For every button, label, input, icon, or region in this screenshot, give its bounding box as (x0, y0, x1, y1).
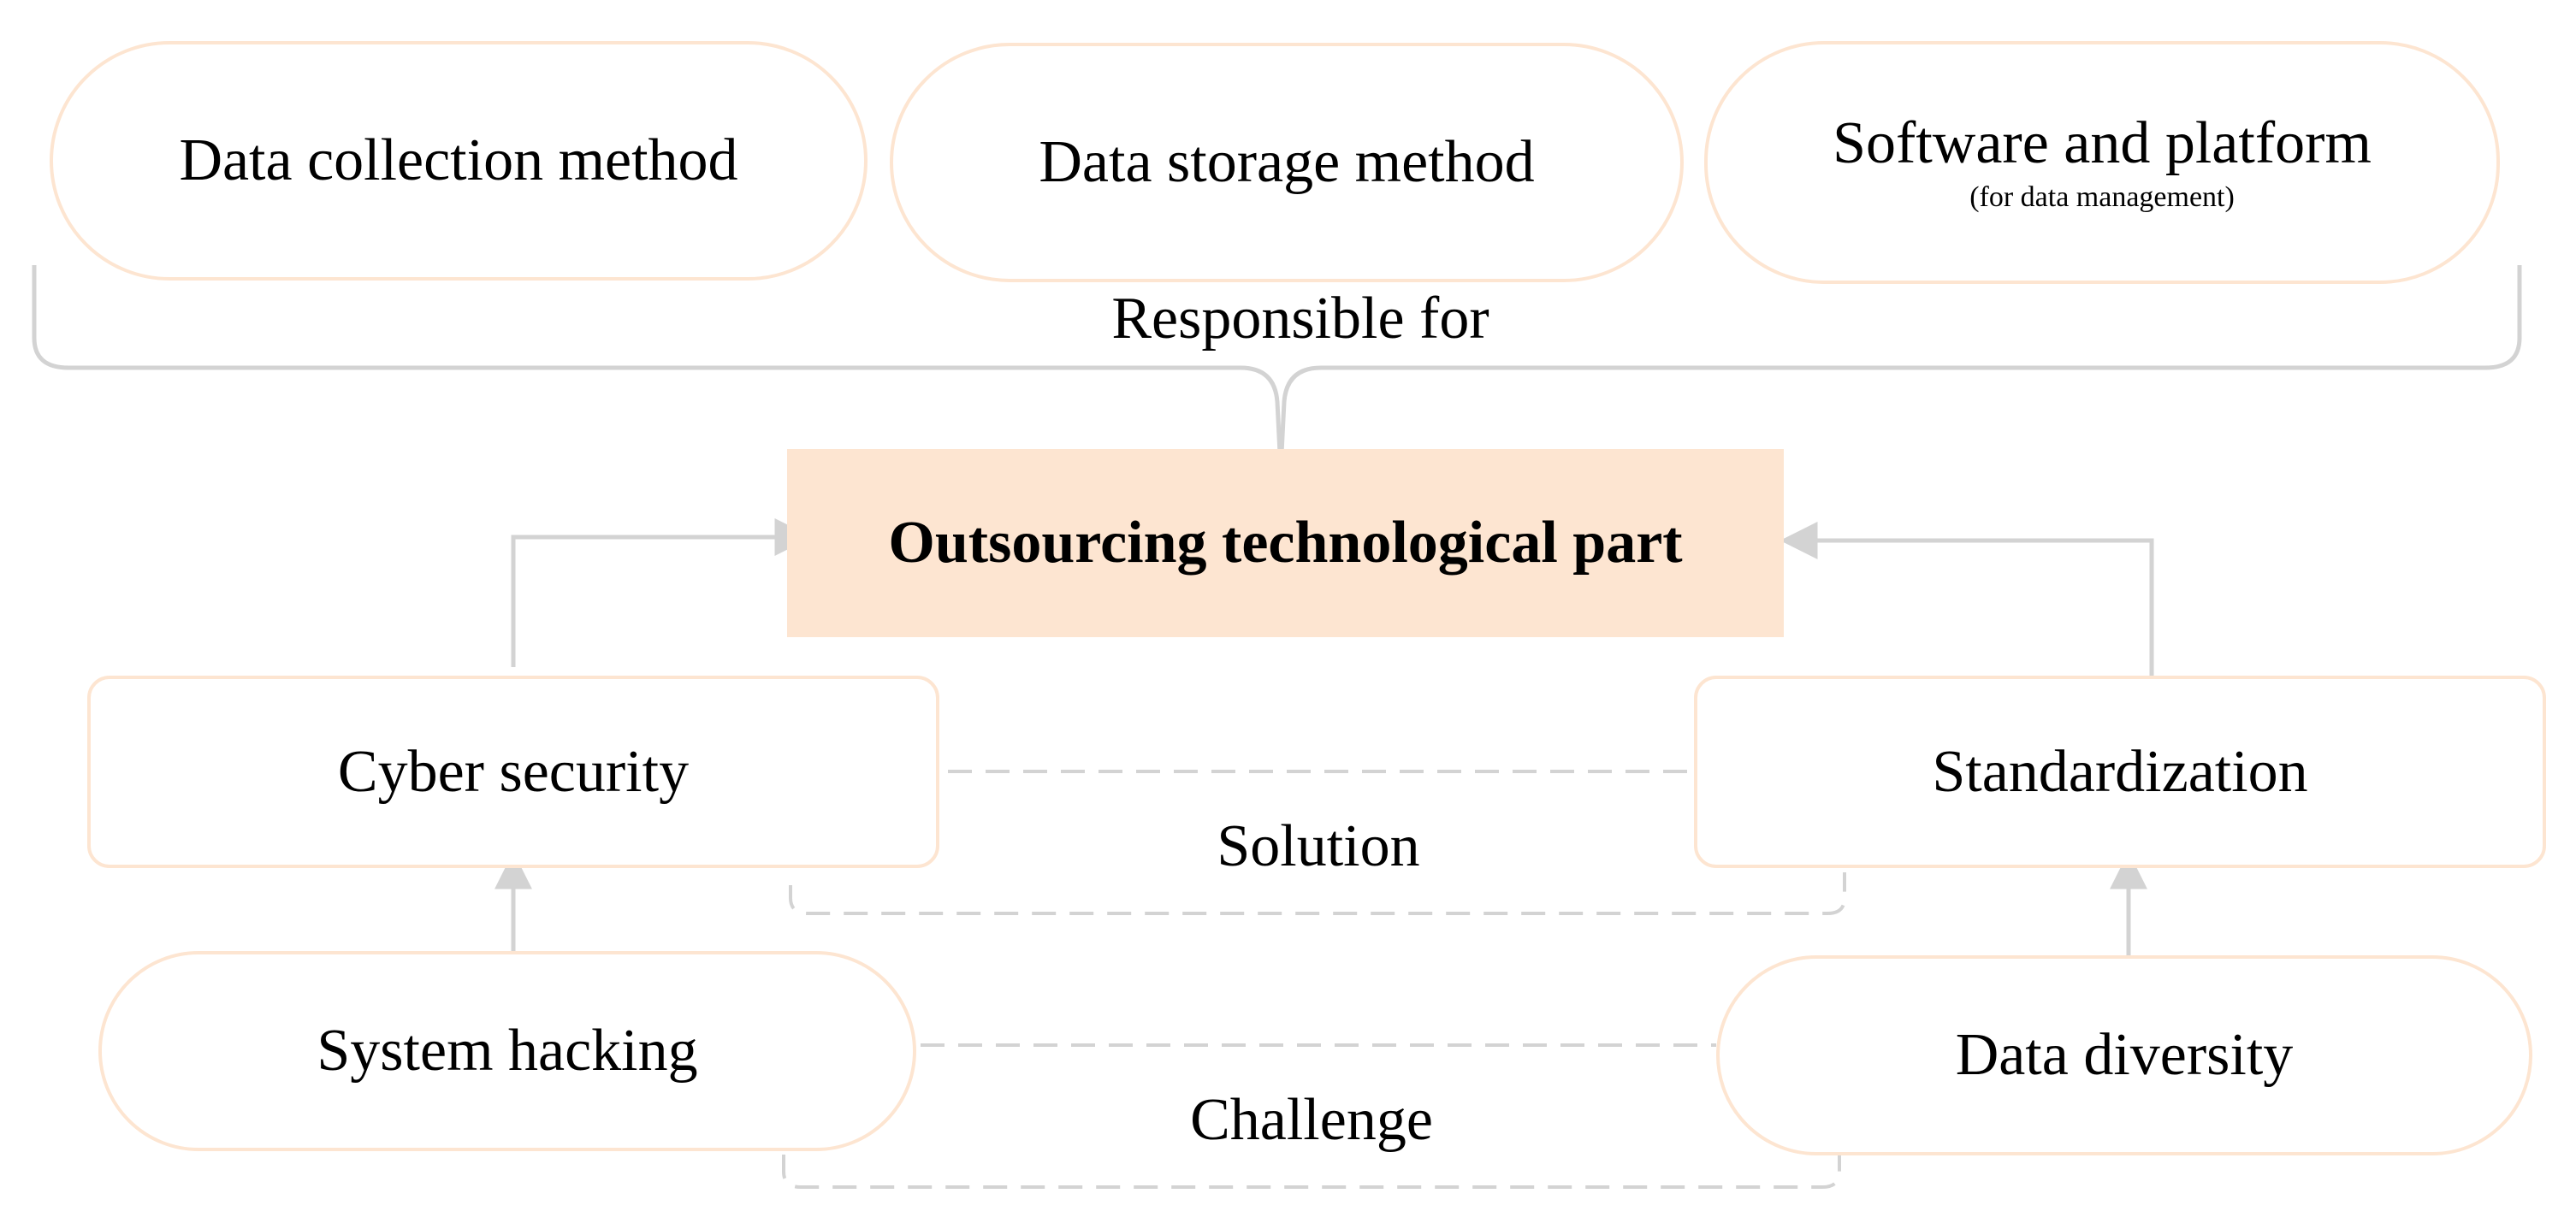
node-label: Data diversity (1955, 1022, 2294, 1089)
node-label: Data storage method (1039, 129, 1535, 196)
node-label: Standardization (1932, 738, 2308, 805)
node-system-hacking: System hacking (98, 951, 916, 1151)
node-data-storage-method: Data storage method (890, 43, 1684, 282)
node-cyber-security: Cyber security (87, 676, 939, 868)
node-sublabel: (for data management) (1969, 181, 2235, 214)
responsible-brace (32, 265, 2522, 471)
node-label: System hacking (317, 1018, 698, 1084)
node-data-diversity: Data diversity (1716, 955, 2532, 1155)
node-label: Cyber security (337, 738, 690, 805)
node-standardization: Standardization (1694, 676, 2546, 868)
node-software-and-platform: Software and platform (for data manageme… (1704, 41, 2500, 284)
node-label: Data collection method (179, 127, 738, 194)
center-node-label: Outsourcing technological part (888, 510, 1683, 576)
solution-bracket (789, 872, 1846, 915)
node-outsourcing-technological-part: Outsourcing technological part (787, 449, 1784, 637)
node-data-collection-method: Data collection method (50, 41, 868, 281)
node-label: Software and platform (1833, 109, 2372, 176)
solution-label: Solution (1217, 813, 1420, 879)
arrow-cyber-to-center (511, 518, 813, 667)
challenge-bracket (782, 1142, 1841, 1189)
arrow-standard-to-center (1780, 522, 2154, 676)
challenge-label: Challenge (1190, 1087, 1433, 1153)
responsible-for-label: Responsible for (1111, 286, 1489, 352)
